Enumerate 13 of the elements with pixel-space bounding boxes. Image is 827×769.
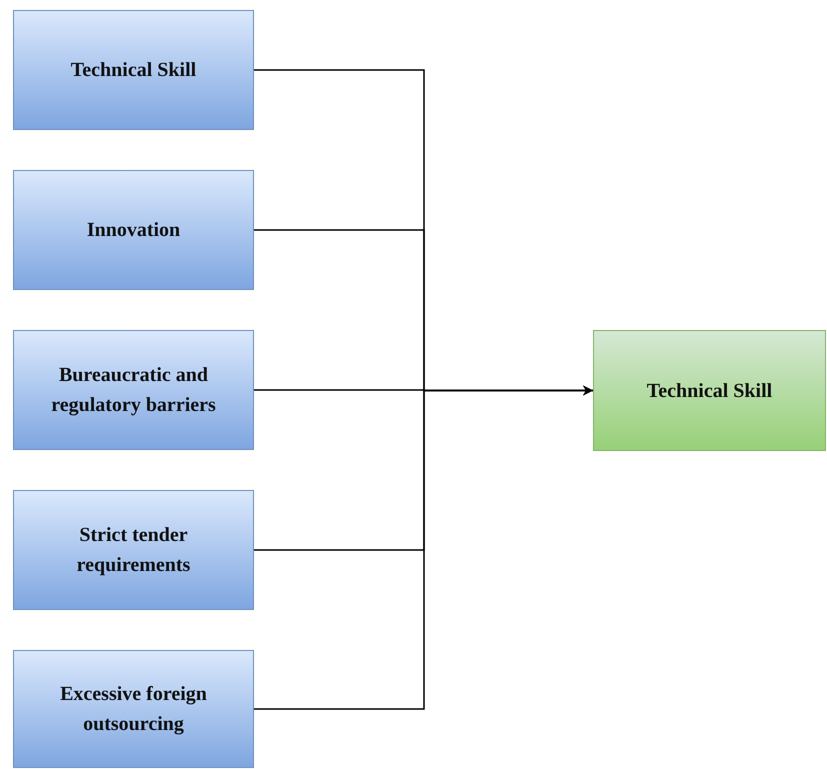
process-box <box>13 170 254 290</box>
box-label: Technical Skill <box>70 58 196 83</box>
box-label: Strict tender requirements <box>76 523 192 578</box>
box-label: Innovation <box>86 218 180 243</box>
box-label: Technical Skill <box>646 378 772 404</box>
box-label: Bureaucratic and regulatory barriers <box>50 363 217 418</box>
process-box <box>13 10 254 130</box>
process-box <box>593 330 826 451</box>
box-label: Excessive foreign outsourcing <box>59 682 208 737</box>
process-box <box>13 330 254 450</box>
process-box <box>13 650 254 768</box>
process-box <box>13 490 254 610</box>
connector-arrow <box>254 386 593 710</box>
